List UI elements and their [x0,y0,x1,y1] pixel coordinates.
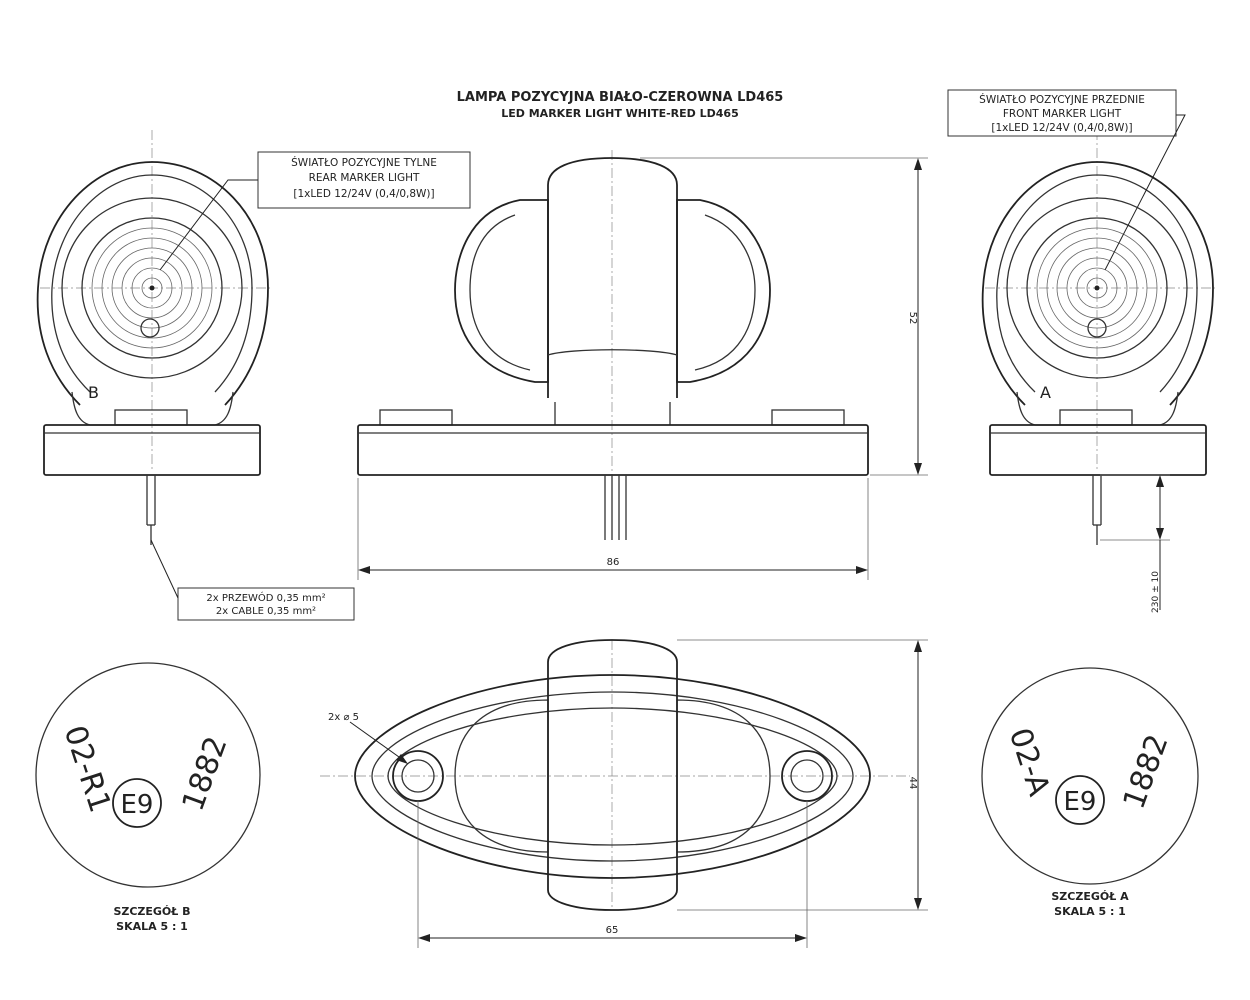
detail-a-e-circle [1055,775,1105,825]
detail-a: 02-A E9 1882 SZCZEGÓŁ A SKALA 5 : 1 [981,667,1199,918]
dimension-base-width: 65 [606,925,619,936]
detail-a-name: SZCZEGÓŁ A [1051,890,1129,903]
detail-a-code: 02-A [1002,724,1057,801]
center-top-view: 2x ⌀ 5 44 65 [320,639,928,948]
title-pl: LAMPA POZYCYJNA BIAŁO-CZEROWNA LD465 [457,90,784,105]
detail-b: 02-R1 E9 1882 SZCZEGÓŁ B SKALA 5 : 1 [35,662,261,933]
detail-b-approval: 1882 [176,732,235,816]
detail-b-e-circle [112,778,162,828]
left-side-view: B [36,130,270,545]
detail-a-mark: E9 [1064,787,1097,817]
dimension-height: 52 [907,312,918,325]
detail-b-name: SZCZEGÓŁ B [113,905,190,918]
cable-label-box: 2x PRZEWÓD 0,35 mm² 2x CABLE 0,35 mm² [150,539,355,621]
view-letter-b: B [88,383,99,402]
front-label-line2: FRONT MARKER LIGHT [1003,108,1122,120]
center-front-view: 52 86 [357,150,928,580]
detail-a-approval: 1882 [1117,730,1176,814]
detail-b-code: 02-R1 [57,721,118,816]
title-en: LED MARKER LIGHT WHITE-RED LD465 [501,107,738,120]
dimension-width: 86 [607,557,620,568]
rear-label-line3: [1xLED 12/24V (0,4/0,8W)] [293,188,434,200]
dimension-cable-length: 230 ± 10 [1151,571,1161,613]
detail-b-mark: E9 [121,790,154,820]
dimension-depth: 44 [907,777,918,790]
detail-b-scale: SKALA 5 : 1 [116,920,188,933]
front-label-line3: [1xLED 12/24V (0,4/0,8W)] [991,122,1132,134]
front-label-line1: ŚWIATŁO POZYCYJNE PRZEDNIE [979,93,1145,106]
right-side-view: A 230 ± 10 [981,130,1215,613]
cable-label-line1: 2x PRZEWÓD 0,35 mm² [206,591,325,604]
rear-label-line2: REAR MARKER LIGHT [309,172,420,184]
rear-label-line1: ŚWIATŁO POZYCYJNE TYLNE [291,156,437,169]
rear-label-box: ŚWIATŁO POZYCYJNE TYLNE REAR MARKER LIGH… [159,151,471,271]
cable-label-line2: 2x CABLE 0,35 mm² [216,606,316,617]
front-label-box: ŚWIATŁO POZYCYJNE PRZEDNIE FRONT MARKER … [947,89,1186,271]
dimension-holes: 2x ⌀ 5 [328,712,359,723]
detail-a-scale: SKALA 5 : 1 [1054,905,1126,918]
view-letter-a: A [1040,383,1051,402]
